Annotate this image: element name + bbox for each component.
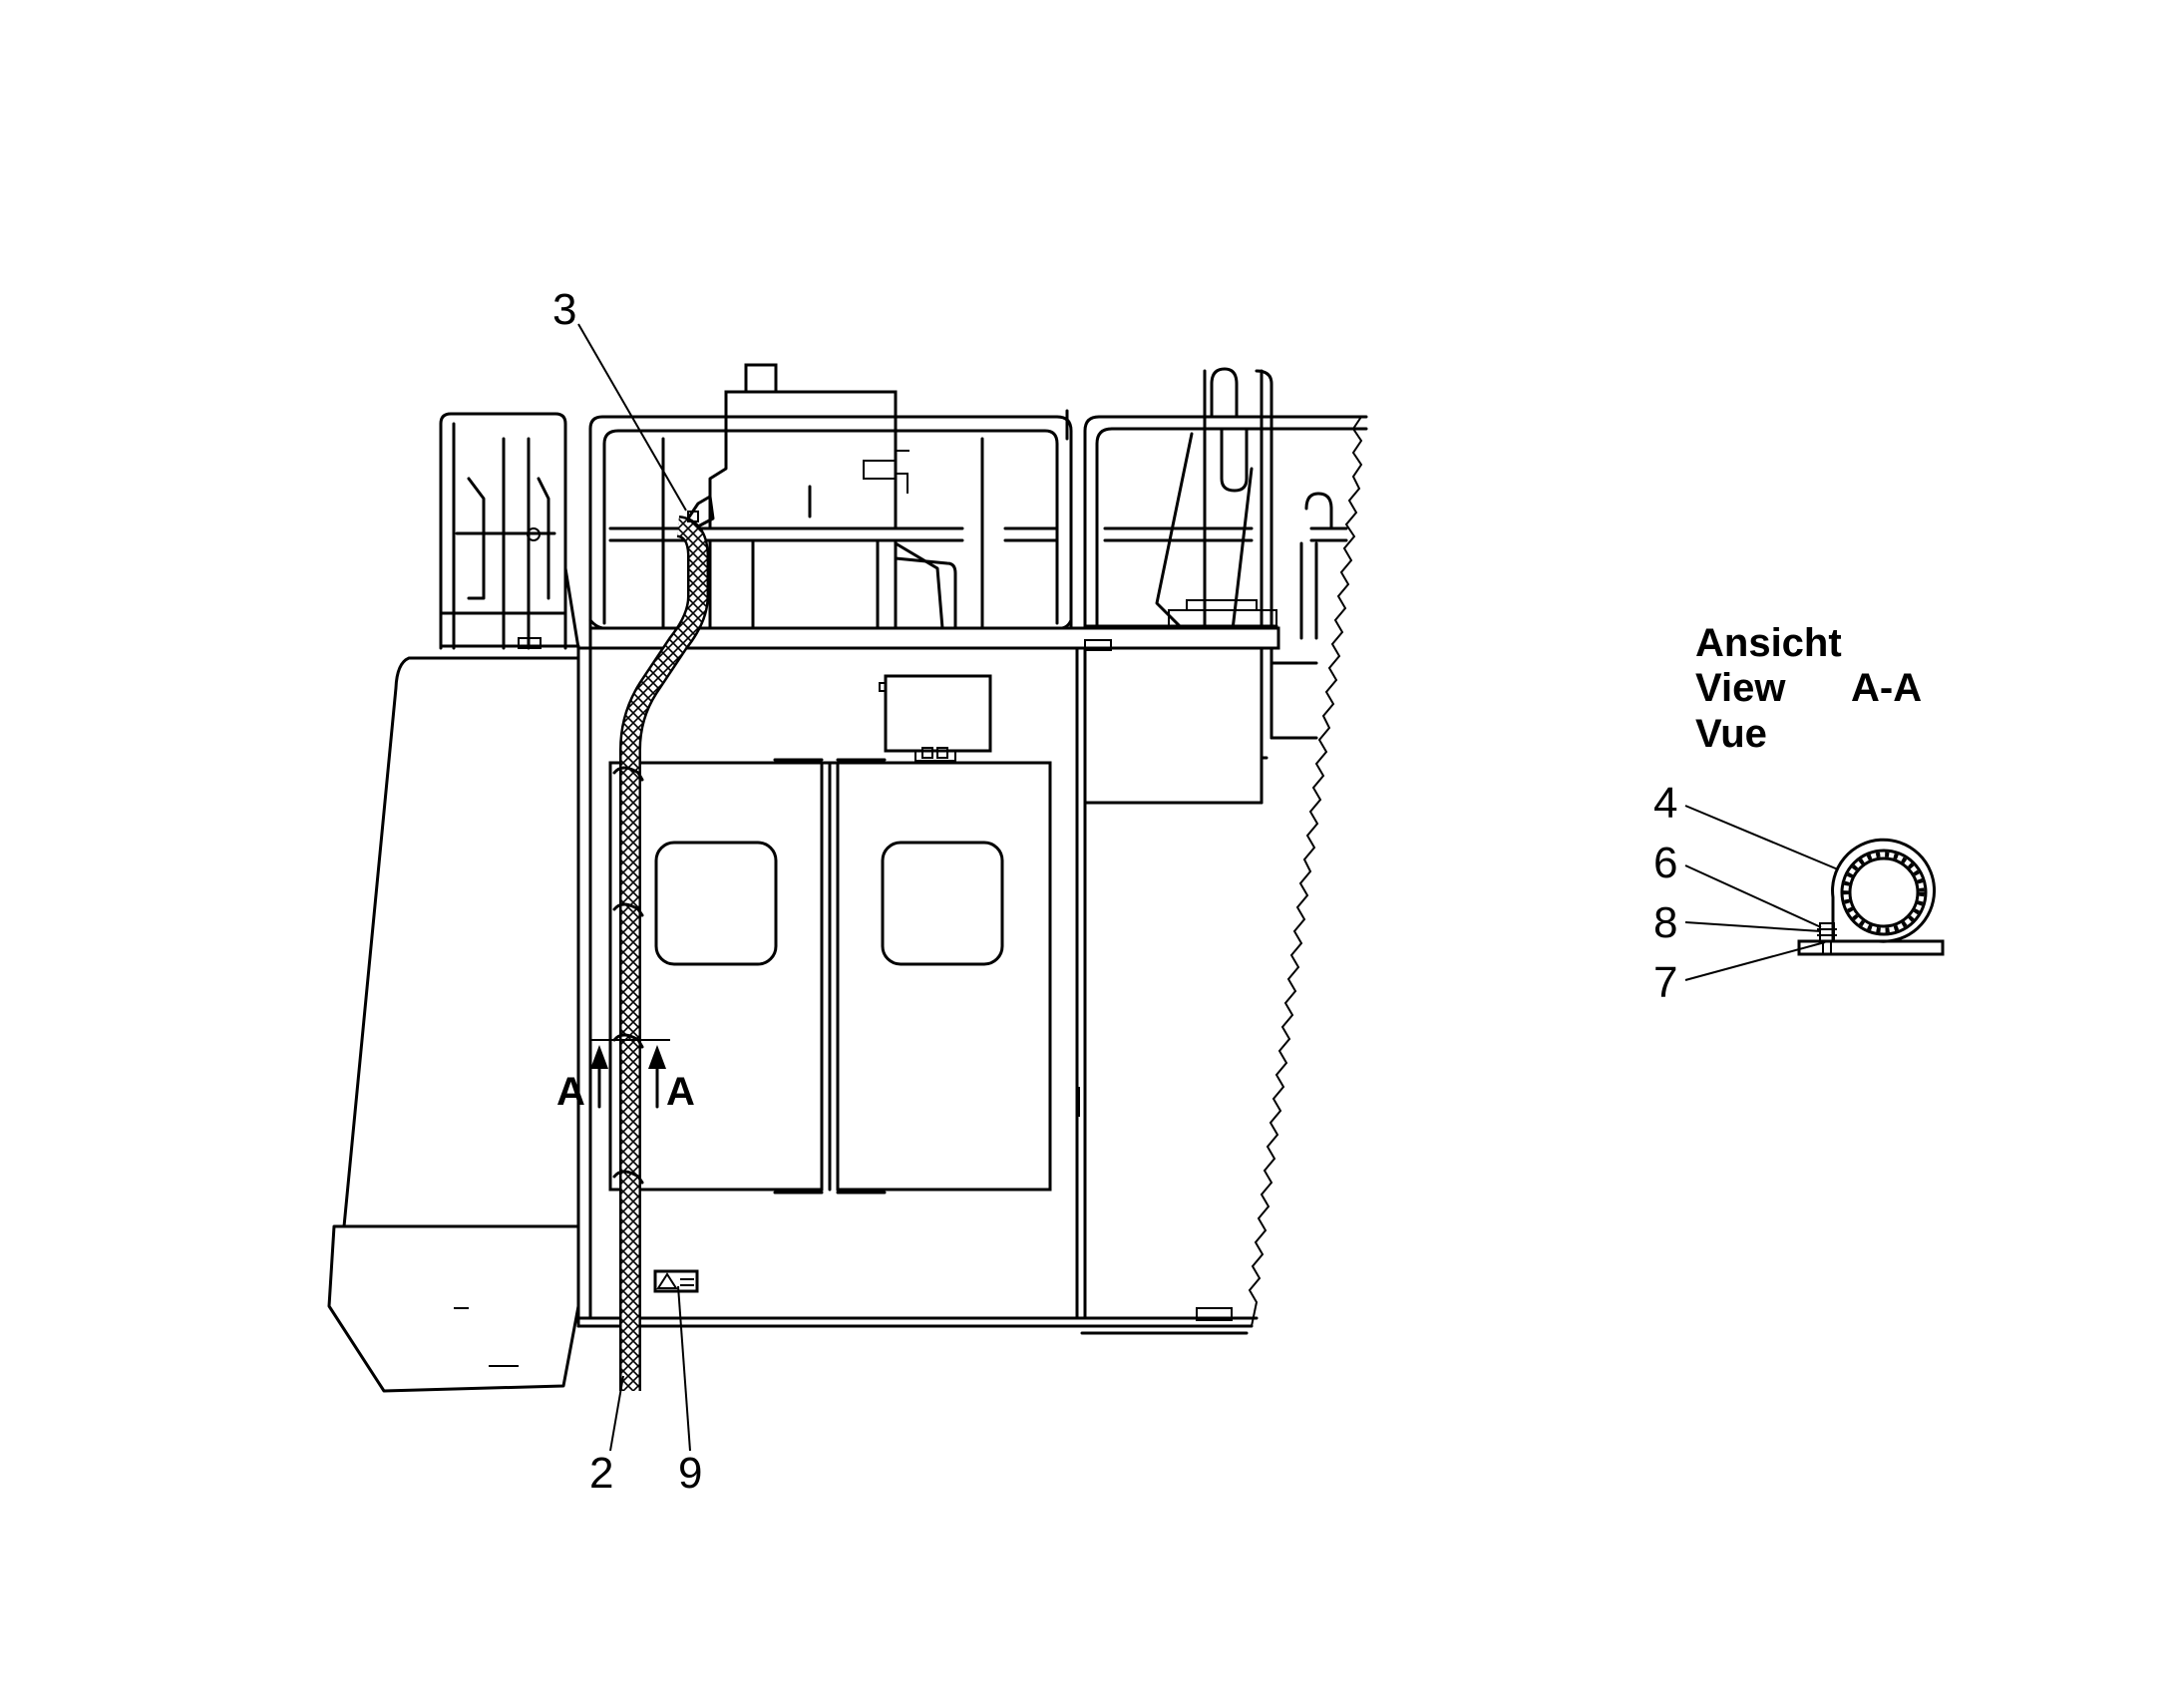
callout-4: 4 [1653, 779, 1677, 828]
callout-7: 7 [1653, 958, 1677, 1007]
section-letter-left: A [556, 1070, 585, 1114]
break-line [1248, 416, 1363, 1327]
leader-2 [609, 1375, 624, 1452]
main-body [576, 646, 1318, 1335]
right-railing [1083, 367, 1368, 640]
callout-9: 9 [678, 1449, 702, 1498]
side-tank [327, 656, 580, 1393]
view-label-de: Ansicht [1695, 621, 1842, 665]
view-label-fr: Vue [1695, 712, 1767, 756]
view-section-id: A-A [1851, 666, 1922, 710]
leader-8 [1684, 921, 1822, 932]
top-deck [576, 626, 1280, 651]
braided-hose [612, 495, 715, 1391]
center-railing [588, 409, 1073, 630]
view-label-en: View [1695, 666, 1786, 710]
section-letter-right: A [666, 1070, 695, 1114]
left-railing [439, 412, 580, 650]
view-a-a-detail: Ansicht View A-A Vue 4 6 8 7 [1653, 621, 1945, 1007]
leader-3 [577, 323, 687, 512]
machine-elevation: A A 3 2 9 [327, 285, 1368, 1498]
leader-6 [1684, 864, 1822, 928]
callout-3: 3 [552, 285, 576, 334]
callout-6: 6 [1653, 839, 1677, 887]
callout-2: 2 [589, 1449, 613, 1498]
top-housing [708, 363, 957, 630]
leader-4 [1684, 805, 1839, 870]
leader-9 [677, 1285, 691, 1452]
leader-7 [1684, 941, 1826, 981]
callout-8: 8 [1653, 898, 1677, 947]
section-marker-a-a: A A [556, 1039, 695, 1114]
